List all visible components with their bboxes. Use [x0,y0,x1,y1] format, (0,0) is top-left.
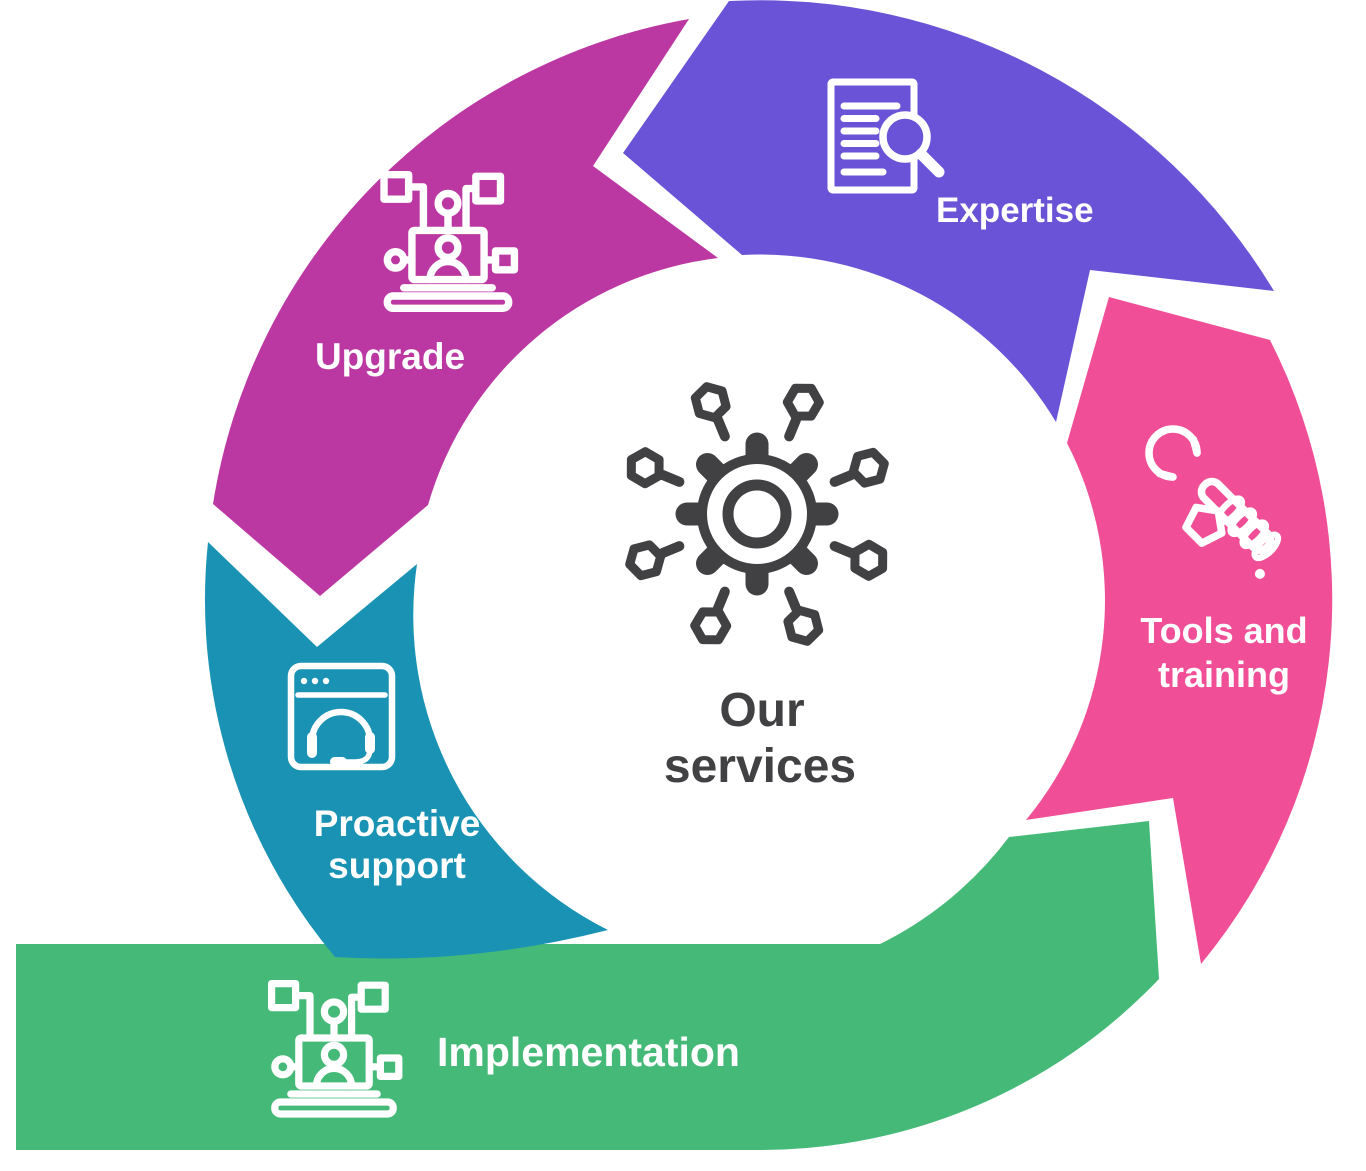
label-tools-line1: Tools and [1140,610,1307,651]
document-search-icon [827,78,945,194]
segment-proactive-support [204,542,608,959]
wrench-icon [1145,425,1282,579]
magnifier-lens [879,111,931,163]
label-tools-line2: training [1158,654,1290,695]
label-support-line2: support [328,845,466,886]
browser-headset-icon [287,662,396,771]
label-implementation: Implementation [437,1029,740,1075]
label-support-line1: Proactive [314,803,481,844]
wrench-pentagon [1182,503,1226,547]
center-title-line2: services [664,740,856,793]
segment-tools-training [1026,297,1333,964]
label-expertise: Expertise [936,191,1094,230]
center-title-line1: Our [719,684,804,737]
segment-implementation [16,821,1159,1151]
segment-expertise [623,0,1274,422]
label-upgrade: Upgrade [315,336,465,377]
gear-network-icon [625,382,889,646]
